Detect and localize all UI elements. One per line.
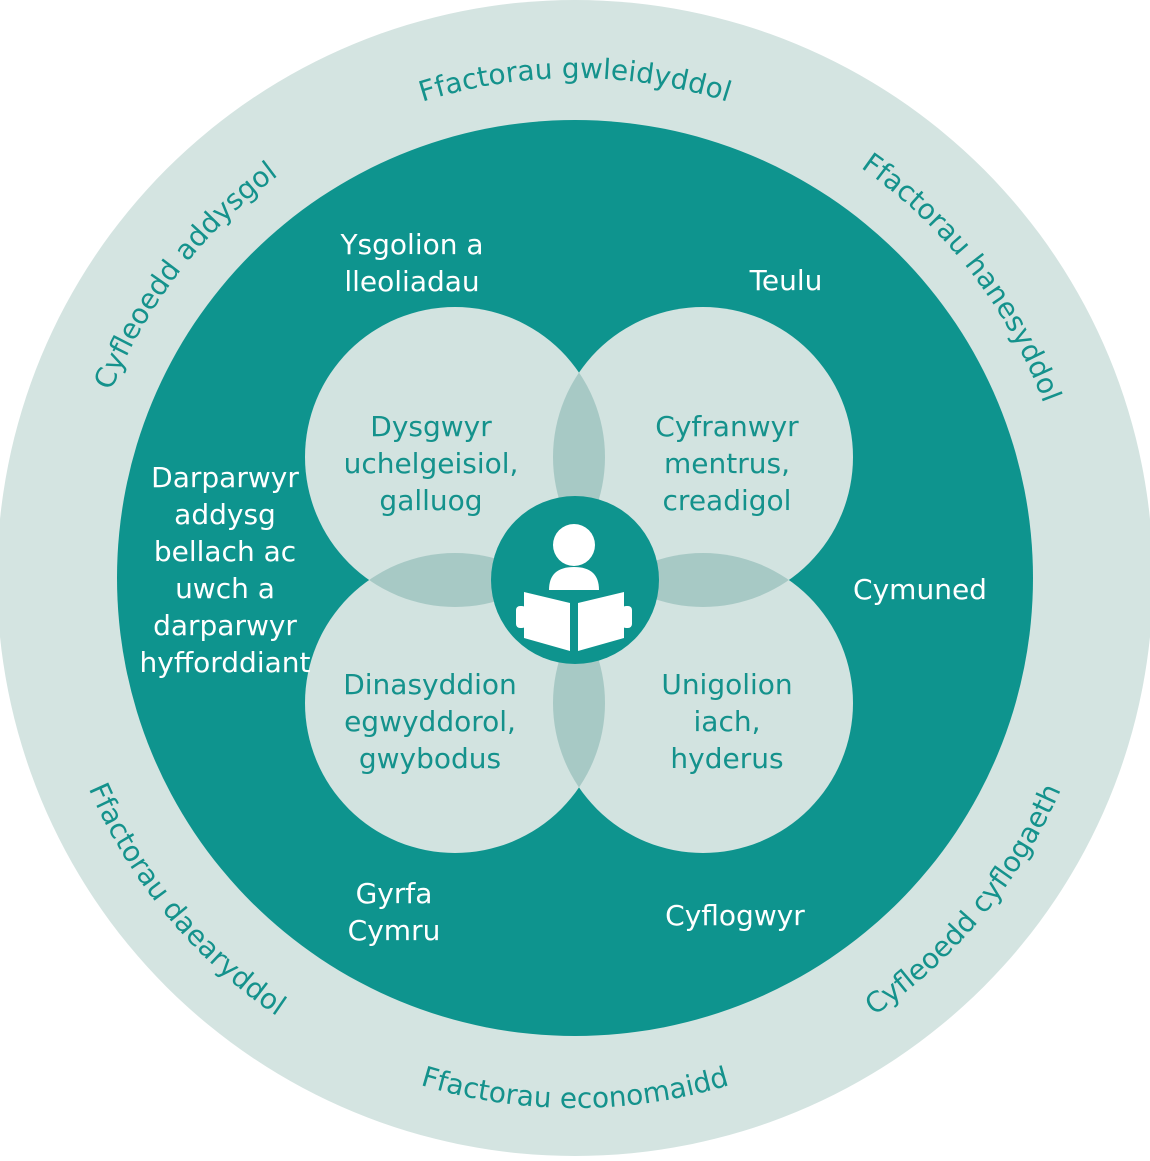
learner-reading-book-icon — [516, 524, 632, 651]
label-providers: Darparwyr addysg bellach ac uwch a darpa… — [139, 461, 311, 679]
purpose-enterprising-contributors: Cyfranwyr mentrus, creadigol — [655, 410, 799, 517]
label-family: Teulu — [749, 264, 823, 297]
label-careers-wales: Gyrfa Cymru — [347, 877, 441, 947]
label-schools: Ysgolion a lleoliadau — [340, 228, 484, 298]
label-community: Cymuned — [853, 573, 987, 606]
purpose-ethical-citizens: Dinasyddion egwyddorol, gwybodus — [343, 668, 517, 775]
label-employers: Cyflogwyr — [665, 899, 805, 932]
purpose-healthy-individuals: Unigolion iach, hyderus — [661, 668, 793, 775]
purpose-ambitious-learners: Dysgwyr uchelgeisiol, galluog — [343, 410, 519, 517]
